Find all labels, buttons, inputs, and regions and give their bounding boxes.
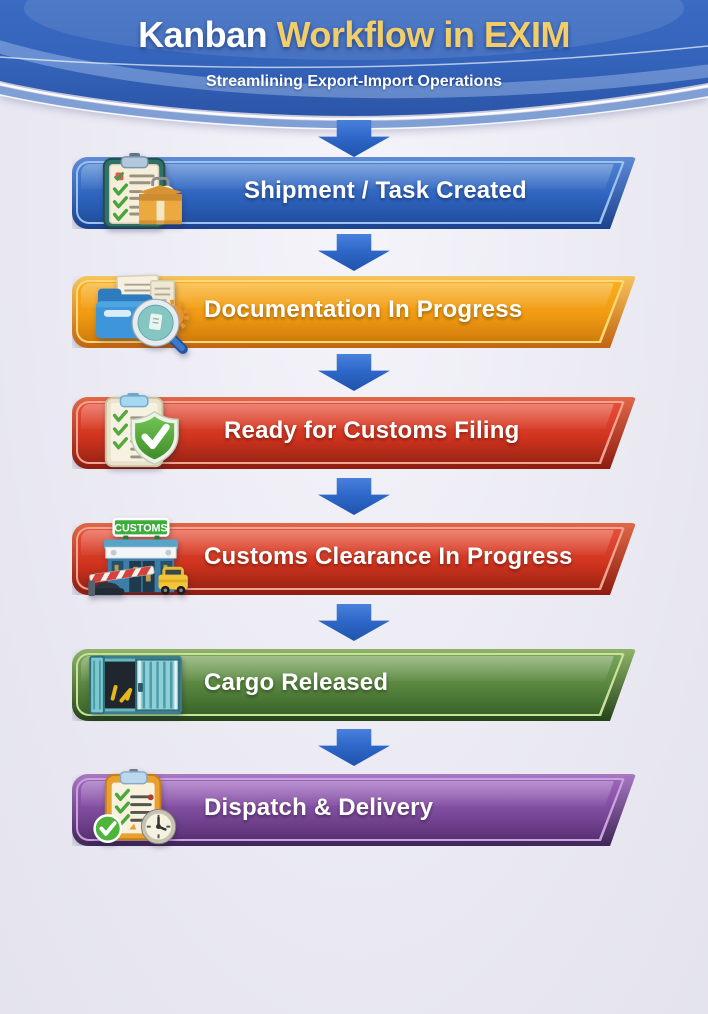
container [89, 655, 182, 715]
dark-car [89, 582, 125, 596]
customs-sign-text: CUSTOMS [114, 523, 167, 535]
down-arrow-icon [318, 234, 390, 271]
stage-banner-cargo-released: Cargo Released [72, 649, 636, 721]
down-arrow-icon [318, 478, 390, 515]
title-part-workflow-exim: Workflow in EXIM [276, 14, 571, 55]
stage-label: Cargo Released [204, 669, 389, 696]
stage-banner-ready-for-customs-filing: Ready for Customs Filing [72, 392, 636, 469]
page-title: Kanban Workflow in EXIM [0, 14, 708, 56]
clock [140, 808, 177, 845]
stage-banner-shipment-task-created: Shipment / Task Created [72, 152, 636, 229]
header-swoosh-background [0, 0, 708, 130]
cardboard-box [139, 176, 182, 225]
down-arrow-icon [318, 604, 390, 641]
stage-label: Ready for Customs Filing [224, 417, 520, 444]
banner-gloss [81, 164, 614, 189]
stage-label: Customs Clearance In Progress [204, 543, 573, 570]
cargo-container-icon [80, 644, 198, 726]
stage-label: Dispatch & Delivery [204, 794, 434, 821]
stage-banner-dispatch-delivery: Dispatch & Delivery [72, 769, 636, 846]
stage-banner-documentation-in-progress: Documentation In Progress [72, 274, 636, 354]
barrier-post [88, 580, 96, 597]
stage-label: Documentation In Progress [204, 296, 523, 323]
customs-sign: CUSTOMS [112, 517, 170, 541]
clipboard-clock-icon [80, 769, 198, 851]
yellow-car [158, 566, 188, 595]
header-banner: Kanban Workflow in EXIM Streamlining Exp… [0, 0, 708, 132]
checklist-shield-icon [80, 392, 198, 474]
stage-banner-customs-clearance-in-progress: CUSTOMS [72, 517, 636, 597]
barrier-gate [89, 565, 155, 583]
title-part-kanban: Kanban [138, 14, 268, 55]
stage-label: Shipment / Task Created [244, 177, 527, 204]
magnifier [131, 298, 188, 354]
page-subtitle: Streamlining Export-Import Operations [205, 73, 503, 90]
down-arrow-icon [318, 729, 390, 766]
customs-building-icon: CUSTOMS [80, 517, 198, 600]
shield-check [130, 410, 179, 466]
folder-search-icon [80, 271, 198, 354]
check-badge [93, 814, 123, 843]
banner-gloss [81, 781, 614, 806]
clipboard-box-icon [80, 152, 198, 234]
down-arrow-icon [318, 354, 390, 391]
